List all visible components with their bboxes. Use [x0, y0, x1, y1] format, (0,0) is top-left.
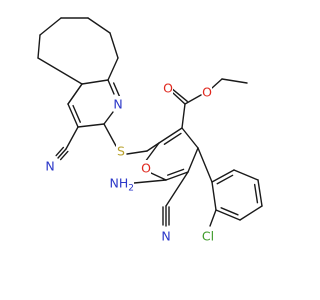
atom-label-cl-chloro: Cl	[202, 229, 214, 244]
pyridine-bond	[67, 83, 83, 105]
atom-label-n-pyridine: N	[113, 97, 122, 112]
pyran-bond	[165, 171, 189, 181]
benzene-bond	[211, 181, 217, 211]
atom-label-s-thioether: S	[117, 144, 125, 159]
pyridine-bond	[67, 103, 79, 128]
atom-label-background	[141, 160, 151, 174]
nitrile-bond	[65, 126, 79, 150]
pyran-double-bond	[167, 168, 185, 176]
cyclooctane-bond	[87, 17, 111, 34]
benzene-double-bond	[253, 183, 259, 204]
atom-label-o-ester-carbonyl: O	[163, 81, 173, 96]
amino-bond	[133, 179, 167, 184]
atom-label-background	[163, 80, 173, 94]
nitrile-triple-bond-inner	[55, 146, 65, 157]
benzene-bond	[211, 169, 235, 183]
thioether-bond	[126, 150, 148, 155]
benzene-bond	[239, 205, 263, 221]
pyran-bond	[181, 127, 199, 149]
ester-bond	[184, 94, 202, 105]
atom-label-background	[112, 175, 134, 189]
chloro-bond	[209, 209, 217, 227]
pyran-bond	[187, 147, 199, 173]
cyclooctane-bond	[109, 32, 119, 59]
bond-layer	[37, 17, 263, 227]
ester-carbonyl-double-bond	[169, 86, 188, 102]
pyridine-bond	[103, 111, 114, 125]
cyclooctane-bond	[37, 34, 41, 59]
pyran-double-bond	[163, 132, 182, 145]
ethyl-bond	[221, 78, 248, 84]
thioether-bond	[103, 123, 117, 147]
nitrile-triple-bond-inner	[59, 150, 69, 161]
benzene-double-bond	[216, 174, 234, 185]
benzene-bond	[215, 209, 241, 221]
atom-label-n-nitrile-pyridine: N	[45, 159, 54, 174]
ester-carbonyl-bond	[172, 92, 186, 105]
atom-label-background	[113, 96, 123, 110]
atom-label-background	[116, 143, 126, 157]
atom-label-background	[202, 84, 212, 98]
atom-label-background	[45, 158, 55, 172]
ester-bond	[181, 103, 186, 129]
nitrile-bond	[165, 171, 189, 207]
cyclooctane-bond	[39, 17, 62, 36]
pyran-bond	[144, 142, 160, 163]
pyran-bond	[158, 127, 183, 144]
pyran-bond	[150, 172, 167, 181]
nitrile-triple-bond	[57, 148, 67, 159]
ester-bond	[211, 78, 223, 89]
pyridine-double-bond	[72, 104, 81, 123]
pyridine-double-bond	[112, 82, 121, 98]
benzene-bond	[233, 169, 259, 181]
atom-label-background	[161, 228, 171, 242]
benzene-double-bond	[220, 207, 239, 216]
pyridine-bond	[107, 79, 115, 95]
benzene-bond	[257, 179, 263, 207]
atom-label-nh2-amino: NH2	[110, 176, 134, 194]
methylene-bond	[146, 142, 160, 152]
pyridine-bond	[77, 123, 105, 128]
atom-label-o-pyran: O	[141, 161, 151, 176]
cyclooctane-bond	[107, 57, 119, 81]
aryl-bond	[197, 147, 213, 183]
pyridine-bond	[81, 79, 109, 85]
atom-label-n-nitrile-pyran: N	[161, 229, 170, 244]
atom-label-background	[200, 228, 216, 242]
atom-label-o-ester-ether: O	[202, 85, 212, 100]
cyclooctane-bond	[37, 57, 83, 85]
